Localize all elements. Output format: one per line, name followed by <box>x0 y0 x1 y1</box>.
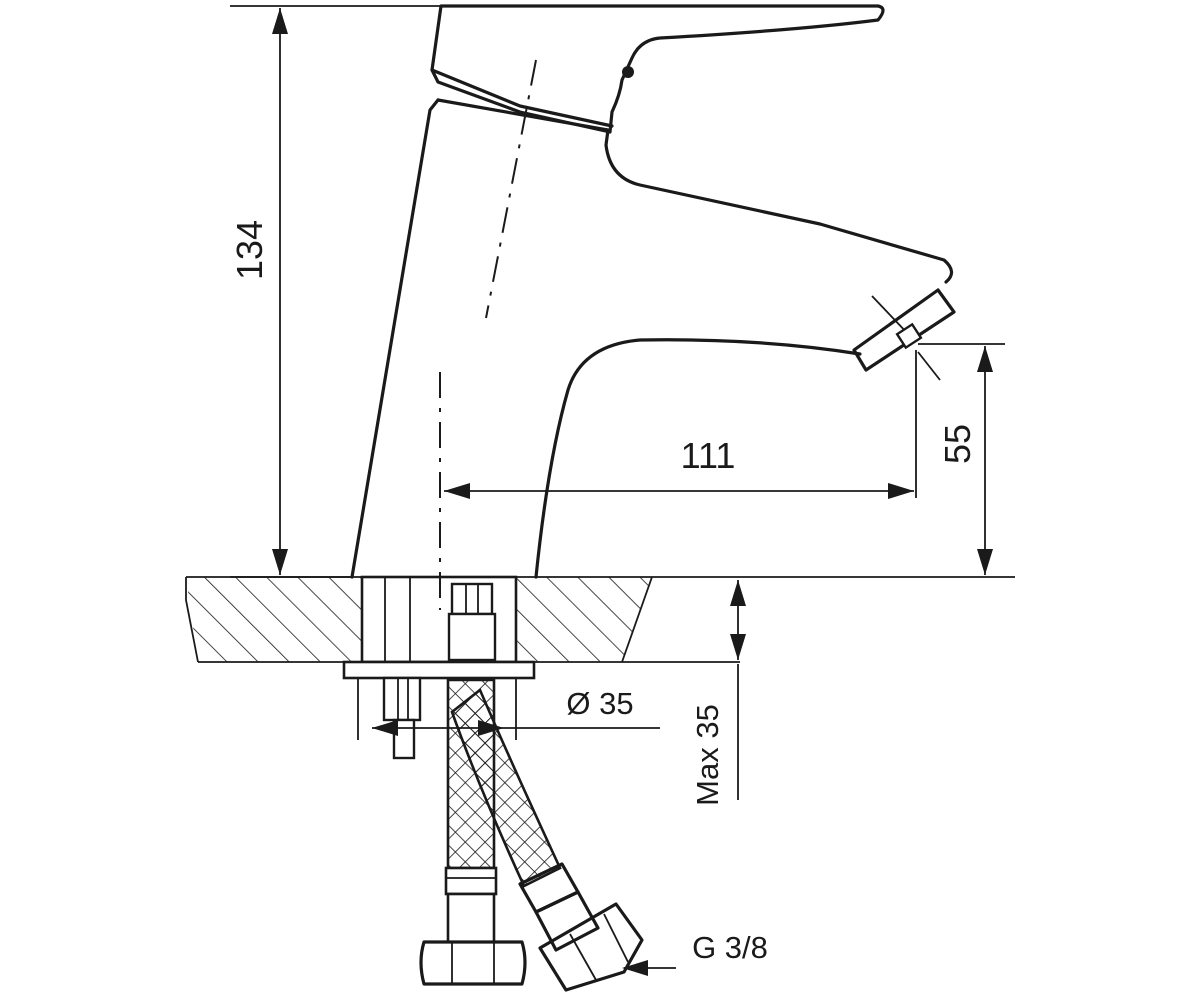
dim-134-line <box>230 5 441 578</box>
leader-g38 <box>622 960 676 976</box>
dim-d35-label: Ø 35 <box>566 686 633 721</box>
dim-max35-label: Max 35 <box>690 704 725 806</box>
dim-d35-line <box>372 720 660 736</box>
thread-g38-label: G 3/8 <box>692 930 768 965</box>
dim-max35-line <box>730 580 746 800</box>
dim-55-line <box>918 343 1005 575</box>
mounting-shank <box>342 575 536 760</box>
faucet-body <box>350 4 956 579</box>
dim-134-label: 134 <box>229 220 270 280</box>
flex-hose-right <box>450 687 644 992</box>
dim-111-line <box>439 350 917 610</box>
countertop-section <box>185 576 1015 663</box>
dim-55-label: 55 <box>937 424 978 464</box>
dim-111-label: 111 <box>681 435 736 476</box>
